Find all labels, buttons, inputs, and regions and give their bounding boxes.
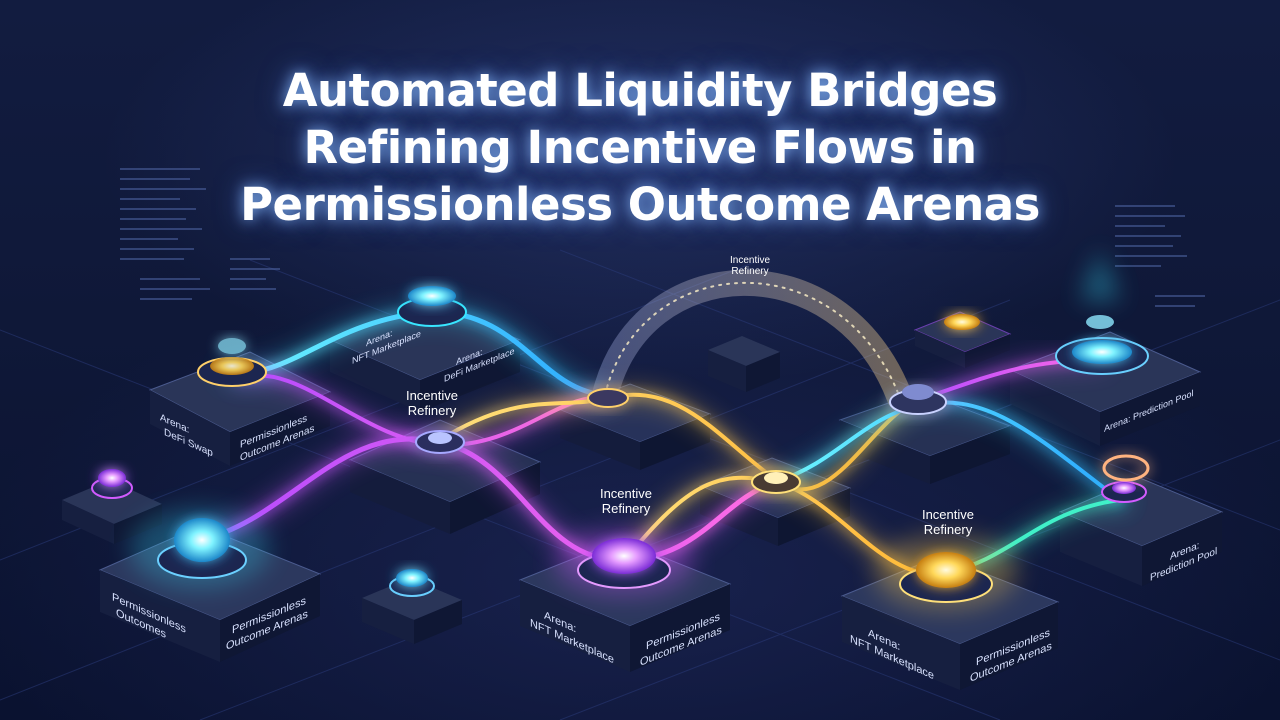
tag-refinery-right-line1: Incentive [922,507,974,522]
hud-panel-right [1115,205,1205,307]
small-cube-center [708,336,780,392]
node-portal-right [1055,250,1149,375]
small-cube-front [362,578,462,644]
nodes [91,250,1150,610]
node-top-cyan [397,286,467,327]
title-line-3: Permissionless Outcome Arenas [240,178,1040,231]
page-title: Automated Liquidity Bridges Refining Inc… [0,62,1280,233]
node-junction-center [587,388,629,408]
small-cube-top-right [913,311,1012,368]
title-line-1: Automated Liquidity Bridges [282,64,998,117]
tag-refinery-right-line2: Refinery [924,522,973,537]
tag-refinery-left-line1: Incentive [406,388,458,403]
node-tags: Incentive Refinery Incentive Refinery In… [406,255,974,537]
node-orb-gold-front [874,534,1018,610]
node-small-top-right [944,314,980,330]
tag-refinery-top-line2: Refinery [731,266,768,277]
node-junction-right [889,384,947,415]
title-line-2: Refining Incentive Flows in [303,121,977,174]
node-small-left [91,469,133,499]
node-orb-magenta-front [554,528,694,596]
tag-refinery-center-line2: Refinery [602,501,651,516]
node-small-front [389,569,435,597]
node-ring-right [1101,454,1150,503]
hud-panel-left [120,168,280,300]
node-dome-left [197,338,267,387]
platform-defi-swap [148,351,332,466]
node-junction-left [415,430,465,454]
tag-refinery-left-line2: Refinery [408,403,457,418]
small-cube-left [62,480,162,544]
tag-refinery-center-line1: Incentive [600,486,652,501]
node-orb-cyan-front [130,508,270,588]
tag-refinery-top-line1: Incentive [730,255,770,266]
node-junction-gold [751,470,801,494]
